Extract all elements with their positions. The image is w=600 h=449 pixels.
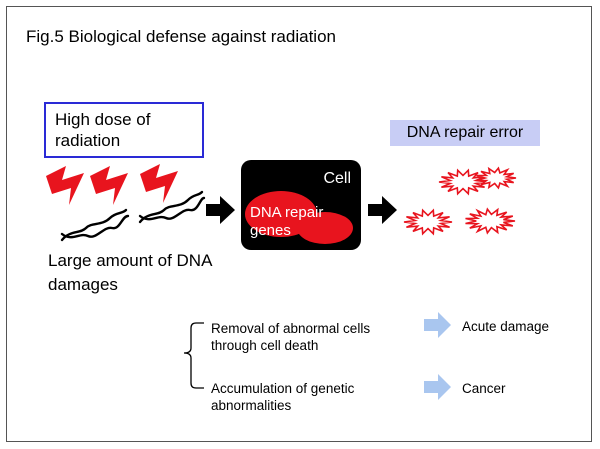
outcome-result-cancer: Cancer bbox=[462, 381, 506, 396]
right-arrow-icon bbox=[424, 312, 451, 338]
starburst-icon bbox=[476, 166, 517, 190]
lightning-bolt-icon bbox=[90, 166, 128, 205]
dna-damage-label: Large amount of DNA damages bbox=[48, 251, 212, 294]
right-arrow-icon bbox=[424, 374, 451, 400]
repair-error-label: DNA repair error bbox=[390, 120, 540, 146]
starburst-icon bbox=[403, 208, 453, 236]
right-arrow-icon bbox=[368, 196, 397, 224]
dna-helix-icon bbox=[60, 208, 130, 242]
outcome-result-acute-damage: Acute damage bbox=[462, 319, 550, 334]
starburst-icon bbox=[465, 207, 516, 235]
cell-label: Cell bbox=[323, 170, 351, 187]
cell: Cell DNA repair genes bbox=[241, 160, 361, 250]
outcome-process-cell-death: Removal of abnormal cells through cell d… bbox=[211, 321, 371, 353]
repair-genes-label: DNA repair genes bbox=[250, 204, 324, 239]
outcome-process-genetic-abnormalities: Accumulation of genetic abnormalities bbox=[211, 381, 355, 413]
dna-helix-icon bbox=[138, 190, 206, 224]
right-arrow-icon bbox=[206, 196, 235, 224]
figure-frame bbox=[6, 6, 592, 442]
repair-genes-shape bbox=[245, 191, 353, 244]
brace-icon bbox=[183, 322, 204, 389]
radiation-dose-label: High dose of radiation bbox=[55, 110, 151, 150]
starburst-icon bbox=[438, 168, 488, 196]
figure-title: Fig.5 Biological defense against radiati… bbox=[26, 27, 336, 46]
radiation-dose-box: High dose of radiation bbox=[44, 102, 204, 158]
lightning-bolt-icon bbox=[46, 166, 84, 205]
lightning-bolt-icon bbox=[140, 164, 178, 203]
